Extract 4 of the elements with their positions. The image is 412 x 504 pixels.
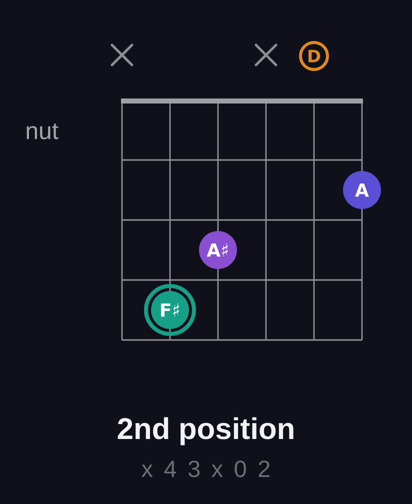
nut-label: nut bbox=[26, 124, 58, 140]
fingering-text: x 4 3 x 0 2 bbox=[142, 460, 270, 478]
position-title: 2nd position bbox=[118, 417, 294, 446]
open-note-ring: D bbox=[299, 41, 329, 71]
